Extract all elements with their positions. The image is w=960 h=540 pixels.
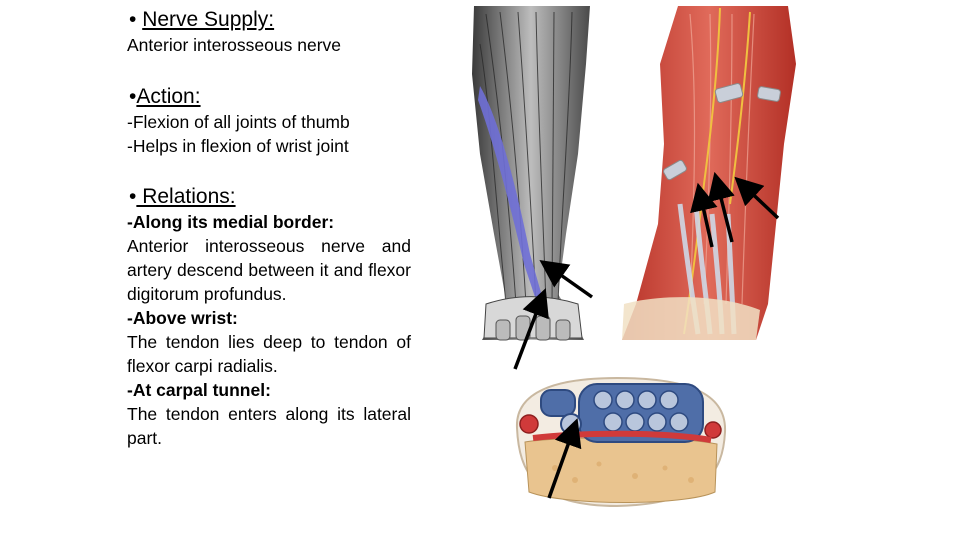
bullet: • — [129, 8, 137, 31]
relations-heading: • Relations: — [129, 183, 236, 211]
arrow-3 — [690, 182, 718, 248]
relations-title: Relations: — [136, 185, 236, 208]
arrow-2 — [513, 288, 549, 370]
bullet: • — [129, 185, 137, 208]
medial-border-text: Anterior interosseous nerve and artery d… — [127, 236, 411, 304]
action-title: Action: — [136, 85, 201, 108]
carpal-tunnel-title: -At carpal tunnel: — [127, 380, 271, 400]
relations-text: -Along its medial border: Anterior inter… — [127, 210, 411, 450]
bullet: • — [129, 85, 137, 108]
nerve-supply-heading: • Nerve Supply: — [129, 6, 274, 34]
action-heading: •Action: — [129, 83, 201, 111]
nerve-supply-text: Anterior interosseous nerve — [127, 35, 341, 55]
action-line-1: -Flexion of all joints of thumb — [127, 112, 350, 132]
above-wrist-text: The tendon lies deep to tendon of flexor… — [127, 332, 411, 376]
nerve-supply-title: Nerve Supply: — [142, 8, 275, 31]
arrow-5 — [734, 176, 780, 220]
highlighted-muscle — [478, 86, 542, 300]
arrow-6 — [547, 418, 582, 499]
action-text: -Flexion of all joints of thumb -Helps i… — [127, 110, 427, 158]
action-line-2: -Helps in flexion of wrist joint — [127, 136, 349, 156]
medial-border-title: -Along its medial border: — [127, 212, 335, 232]
above-wrist-title: -Above wrist: — [127, 308, 238, 328]
arrow-4 — [707, 171, 735, 243]
arrow-1 — [539, 259, 594, 299]
carpal-tunnel-text: The tendon enters along its lateral part… — [127, 404, 411, 448]
forearm-muscles-illustration — [472, 6, 590, 341]
